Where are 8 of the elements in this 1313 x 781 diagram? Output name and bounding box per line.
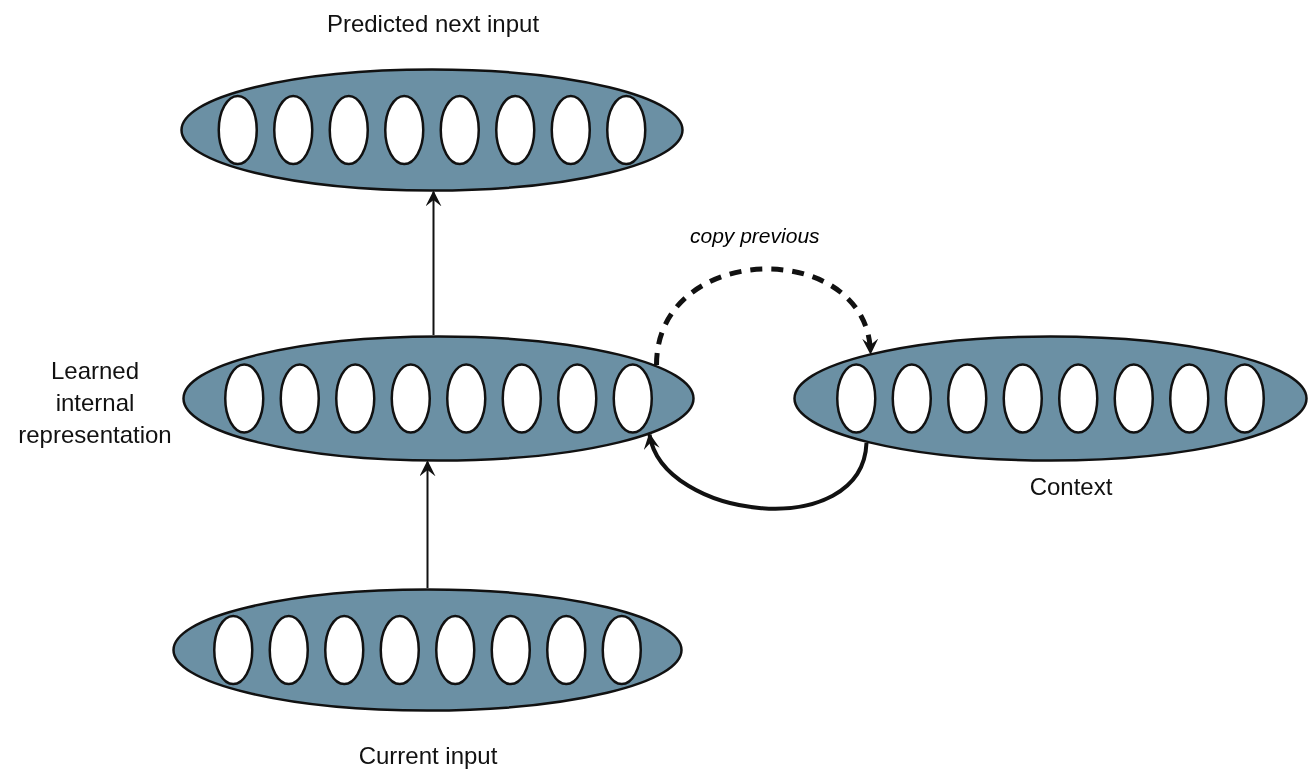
layer-label: Context [1028,472,1114,502]
arrow [646,433,869,511]
arrow [425,190,442,336]
layer-label: Current input [357,741,499,771]
layer-label: Learned internal representation [17,356,173,450]
layer-label: Predicted next input [325,9,541,39]
arrow [419,460,436,589]
arrow [654,266,876,366]
